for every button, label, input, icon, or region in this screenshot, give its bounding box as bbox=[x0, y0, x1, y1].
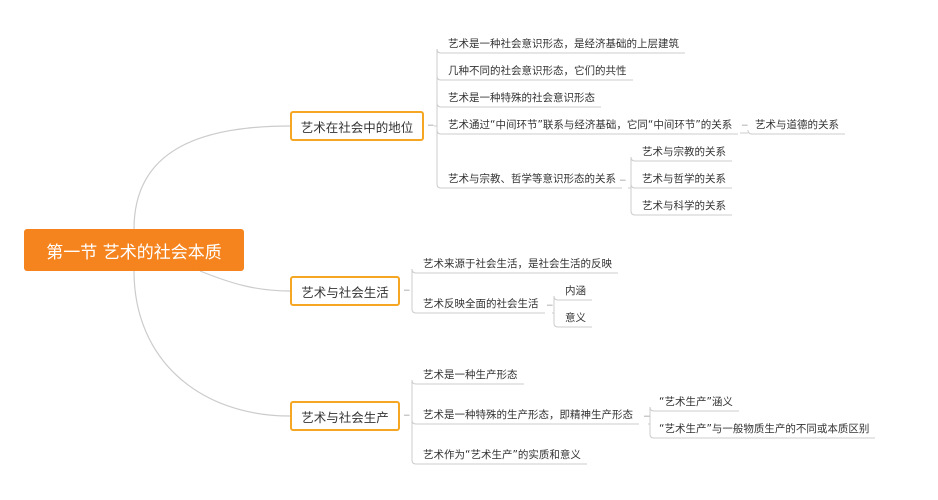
g0-branch-3 bbox=[436, 129, 738, 135]
minus-icon[interactable]: − bbox=[546, 301, 554, 311]
leaf-art-and-ideologies[interactable]: 艺术与宗教、哲学等意识形态的关系 bbox=[448, 173, 616, 185]
connector-root-to-position bbox=[133, 125, 291, 230]
leaf-superstructure[interactable]: 艺术是一种社会意识形态，是经济基础的上层建筑 bbox=[448, 38, 679, 50]
leaf-essence-and-meaning[interactable]: 艺术作为“艺术生产”的实质和意义 bbox=[423, 449, 581, 461]
g1-branch-1 bbox=[411, 308, 545, 314]
g0b-branch-1 bbox=[630, 183, 732, 189]
connector-root-to-production bbox=[133, 270, 291, 417]
g0-branch-0 bbox=[436, 48, 685, 54]
g2-branch-0 bbox=[411, 379, 524, 385]
leaf-art-and-morality[interactable]: 艺术与道德的关系 bbox=[755, 119, 839, 131]
connector-root-to-life bbox=[199, 270, 291, 292]
g0b-branch-0 bbox=[630, 156, 732, 162]
g0-branch-1 bbox=[436, 75, 633, 81]
g1a-branch-0 bbox=[553, 295, 592, 301]
leaf-art-vs-material-production[interactable]: “艺术生产”与一般物质生产的不同或本质区别 bbox=[659, 423, 870, 435]
leaf-connotation[interactable]: 内涵 bbox=[565, 285, 586, 297]
minus-icon[interactable]: − bbox=[403, 286, 411, 296]
minus-icon[interactable]: − bbox=[741, 121, 749, 131]
leaf-production-form[interactable]: 艺术是一种生产形态 bbox=[423, 369, 518, 381]
g0a-branch-0 bbox=[747, 129, 845, 135]
minus-icon[interactable]: − bbox=[403, 411, 411, 421]
branch-society-production[interactable]: 艺术与社会生产 bbox=[290, 401, 400, 431]
minus-icon[interactable]: − bbox=[643, 412, 651, 422]
g0b-branch-2 bbox=[630, 210, 732, 216]
leaf-art-from-life[interactable]: 艺术来源于社会生活，是社会生活的反映 bbox=[423, 258, 612, 270]
leaf-special-ideology[interactable]: 艺术是一种特殊的社会意识形态 bbox=[448, 92, 595, 104]
root-topic[interactable]: 第一节 艺术的社会本质 bbox=[24, 229, 244, 271]
leaf-art-and-philosophy[interactable]: 艺术与哲学的关系 bbox=[642, 173, 726, 185]
leaf-intermediate-link[interactable]: 艺术通过“中间环节”联系与经济基础，它同“中间环节”的关系 bbox=[448, 119, 733, 131]
branch-position-in-society[interactable]: 艺术在社会中的地位 bbox=[290, 111, 424, 141]
g2a-branch-0 bbox=[649, 406, 739, 412]
g2-branch-1 bbox=[411, 419, 639, 425]
minus-icon[interactable]: − bbox=[427, 121, 435, 131]
g0-branch-2 bbox=[436, 102, 601, 108]
g2a-branch-1 bbox=[649, 433, 875, 439]
g2-branch-2 bbox=[411, 459, 587, 465]
leaf-significance[interactable]: 意义 bbox=[565, 312, 586, 324]
g1-branch-0 bbox=[411, 268, 618, 274]
branch-society-life[interactable]: 艺术与社会生活 bbox=[290, 276, 400, 306]
leaf-art-production-meaning[interactable]: “艺术生产”涵义 bbox=[659, 396, 733, 408]
minus-icon[interactable]: − bbox=[619, 176, 627, 186]
leaf-spiritual-production[interactable]: 艺术是一种特殊的生产形态，即精神生产形态 bbox=[423, 409, 633, 421]
leaf-common-nature[interactable]: 几种不同的社会意识形态，它们的共性 bbox=[448, 65, 627, 77]
leaf-art-and-religion[interactable]: 艺术与宗教的关系 bbox=[642, 146, 726, 158]
leaf-art-and-science[interactable]: 艺术与科学的关系 bbox=[642, 200, 726, 212]
g0-branch-4 bbox=[436, 183, 622, 189]
leaf-comprehensive-life[interactable]: 艺术反映全面的社会生活 bbox=[423, 298, 539, 310]
g1a-branch-1 bbox=[553, 322, 592, 328]
